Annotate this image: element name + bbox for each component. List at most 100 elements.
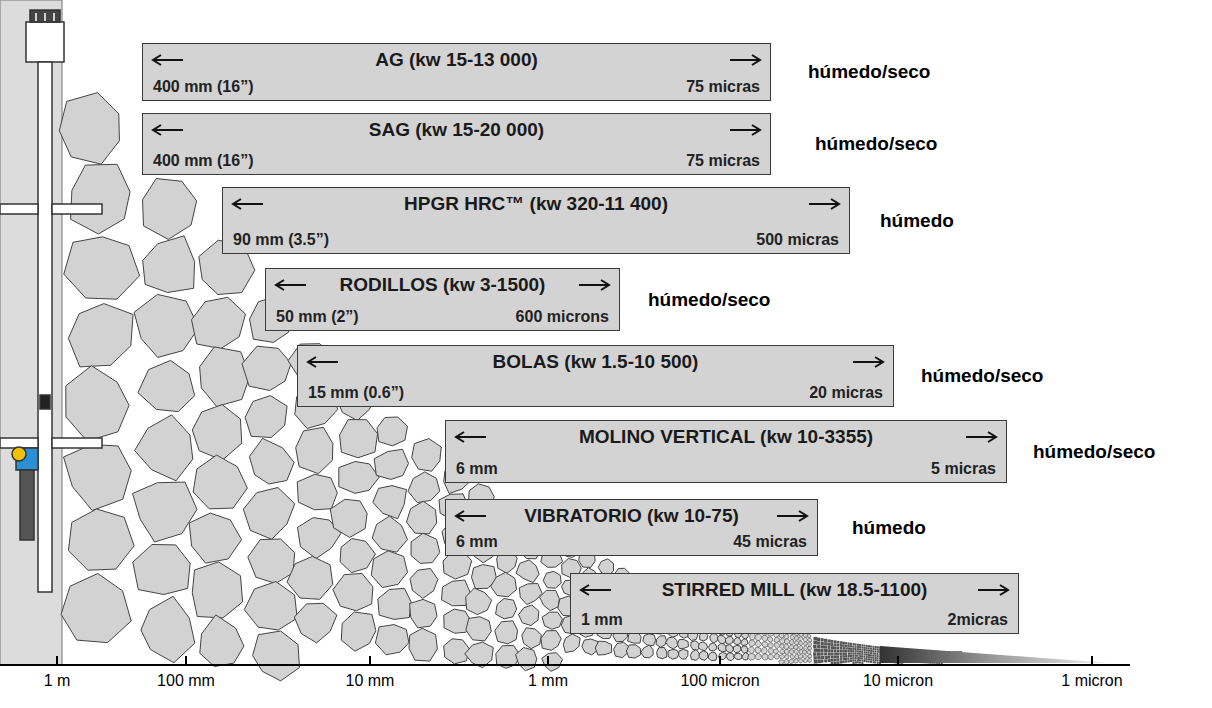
rock bbox=[840, 655, 843, 658]
skip bbox=[40, 395, 50, 409]
rock bbox=[828, 639, 831, 642]
rock bbox=[803, 637, 808, 642]
rock bbox=[831, 656, 834, 659]
rock bbox=[677, 640, 688, 649]
rock bbox=[718, 643, 727, 651]
mill-range-bar: STIRRED MILL (kw 18.5-1100)1 mm2micras bbox=[570, 573, 1019, 634]
rock bbox=[861, 653, 863, 655]
drift bbox=[0, 204, 38, 214]
rock bbox=[866, 645, 868, 647]
rock bbox=[780, 644, 785, 648]
rock bbox=[807, 634, 811, 638]
rock bbox=[870, 650, 872, 652]
rock bbox=[861, 662, 863, 664]
rock bbox=[371, 551, 407, 588]
rock bbox=[373, 486, 407, 519]
rock bbox=[68, 509, 134, 570]
rock bbox=[790, 654, 794, 658]
rock bbox=[762, 654, 768, 660]
rock bbox=[834, 640, 837, 643]
range-arrow bbox=[153, 125, 183, 135]
rock bbox=[850, 653, 852, 655]
rock bbox=[814, 648, 818, 652]
rock bbox=[378, 588, 411, 619]
rock bbox=[850, 657, 852, 659]
min-product-size: 20 micras bbox=[809, 384, 883, 402]
rock bbox=[850, 648, 852, 650]
range-arrow bbox=[777, 511, 807, 521]
wet-dry-note: húmedo/seco bbox=[1033, 441, 1155, 463]
rock bbox=[870, 654, 872, 656]
rock bbox=[864, 647, 866, 649]
rock bbox=[773, 649, 778, 654]
rock bbox=[516, 648, 537, 671]
rock bbox=[857, 655, 859, 657]
rock bbox=[870, 648, 872, 650]
rock bbox=[842, 650, 845, 653]
rock bbox=[133, 482, 198, 542]
rock bbox=[861, 658, 863, 660]
rock bbox=[340, 539, 375, 573]
rock bbox=[733, 645, 741, 653]
rock bbox=[690, 650, 699, 661]
rock bbox=[874, 655, 876, 657]
rock bbox=[861, 660, 863, 662]
rock bbox=[859, 655, 861, 657]
rock bbox=[784, 634, 789, 639]
rock bbox=[243, 488, 294, 540]
rock bbox=[774, 654, 779, 660]
rock bbox=[848, 655, 850, 657]
rock bbox=[542, 612, 562, 629]
headframe-top bbox=[30, 10, 60, 22]
rock bbox=[836, 647, 839, 650]
rock bbox=[200, 615, 244, 667]
rock bbox=[830, 643, 833, 646]
range-arrow bbox=[978, 585, 1008, 595]
rock bbox=[133, 545, 190, 595]
rock bbox=[71, 164, 130, 234]
rock bbox=[755, 653, 762, 659]
rock bbox=[861, 655, 863, 657]
rock bbox=[877, 653, 879, 655]
rock bbox=[821, 638, 824, 641]
rock bbox=[407, 501, 437, 534]
rock bbox=[864, 651, 866, 653]
mill-title: VIBRATORIO (kw 10-75) bbox=[446, 505, 817, 527]
rock bbox=[850, 643, 852, 645]
rock bbox=[200, 347, 250, 407]
rock bbox=[193, 455, 247, 509]
size-axis bbox=[0, 656, 1130, 665]
axis-tick bbox=[897, 656, 899, 665]
rock bbox=[859, 662, 861, 664]
rock bbox=[877, 657, 879, 659]
rock bbox=[845, 642, 847, 644]
rock bbox=[641, 645, 653, 658]
rock bbox=[834, 656, 837, 659]
rock bbox=[61, 574, 131, 643]
rock bbox=[830, 640, 833, 643]
max-feed-size: 50 mm (2”) bbox=[276, 308, 359, 326]
rock bbox=[799, 642, 804, 646]
rock bbox=[725, 636, 733, 644]
rock bbox=[491, 572, 517, 596]
rock bbox=[859, 657, 861, 659]
rock bbox=[287, 556, 333, 599]
rock bbox=[834, 643, 837, 646]
max-feed-size: 6 mm bbox=[456, 533, 498, 551]
wet-dry-note: húmedo bbox=[852, 517, 926, 539]
rock bbox=[824, 659, 827, 662]
rock bbox=[850, 660, 852, 662]
rock bbox=[748, 654, 755, 661]
rock bbox=[834, 659, 837, 662]
rock bbox=[821, 656, 824, 659]
rock bbox=[857, 659, 859, 661]
rock bbox=[375, 625, 409, 655]
rock bbox=[192, 405, 242, 461]
max-feed-size: 15 mm (0.6”) bbox=[308, 384, 404, 402]
rock bbox=[789, 650, 794, 654]
rock bbox=[755, 640, 761, 646]
rock bbox=[845, 655, 847, 657]
rock bbox=[143, 236, 195, 293]
rock bbox=[333, 573, 373, 610]
rock bbox=[842, 642, 845, 645]
